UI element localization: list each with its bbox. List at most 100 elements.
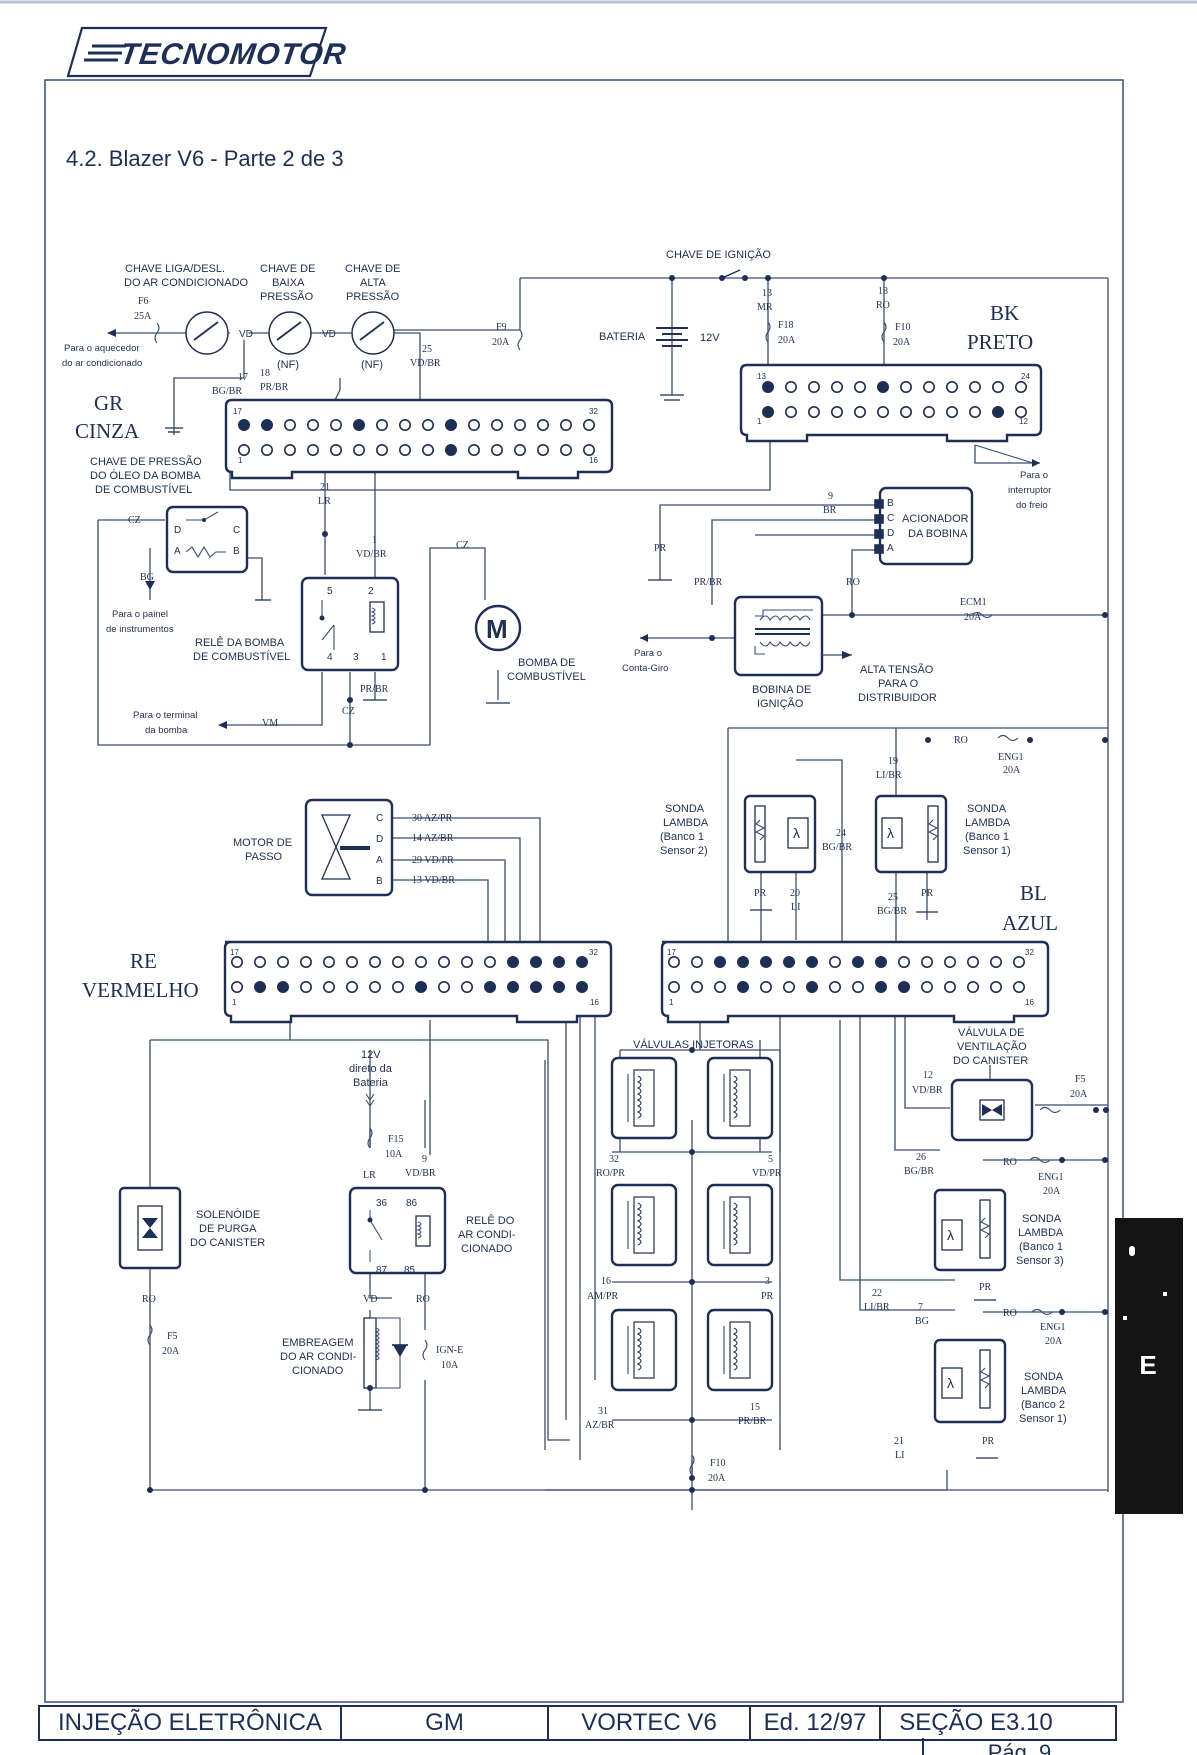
re-pins-pin (437, 955, 450, 968)
re-pins-pin (391, 955, 404, 968)
re-pins-pin (529, 980, 542, 993)
bl-pins-pin (920, 955, 933, 968)
bk-pins-pin (807, 380, 820, 393)
svg-text:PR: PR (979, 1282, 992, 1293)
re-pins-pin (345, 980, 358, 993)
gr-pins-pin (490, 443, 503, 456)
re-pins-pin (437, 980, 450, 993)
gr-pins-pin (490, 418, 503, 431)
bk-pins-pin (945, 380, 958, 393)
injector-valve (610, 1056, 678, 1140)
gr-pins-pin (559, 418, 572, 431)
svg-text:5: 5 (327, 586, 333, 597)
bk-pins-pin (899, 380, 912, 393)
gr-pins-pin (283, 418, 296, 431)
gr-pins-pin (238, 418, 251, 431)
bk-pins-pin (922, 405, 935, 418)
re-pins-pin (231, 980, 244, 993)
svg-text:C: C (233, 525, 240, 536)
bk-pins-pin (830, 380, 843, 393)
svg-text:(NF): (NF) (277, 359, 299, 371)
svg-text:1: 1 (232, 998, 237, 1007)
gr-pins-pin (467, 418, 480, 431)
bk-pins-pin (968, 405, 981, 418)
gr-pins-pin (444, 418, 457, 431)
bl-pins-pin (782, 955, 795, 968)
svg-text:λ: λ (947, 1375, 954, 1391)
svg-text:CZ: CZ (456, 540, 469, 551)
svg-text:PRETO: PRETO (967, 330, 1033, 354)
svg-text:VD: VD (232, 329, 246, 340)
bk-pins-pin (830, 405, 843, 418)
gr-pins-pin (352, 443, 365, 456)
svg-text:BL: BL (1020, 881, 1047, 905)
chave-ac-switch (185, 311, 229, 355)
bl-pins-pin (989, 980, 1002, 993)
gr-pins-pin (352, 418, 365, 431)
svg-text:PR: PR (754, 888, 767, 899)
svg-text:λ: λ (947, 1227, 954, 1243)
svg-text:A: A (174, 546, 181, 557)
svg-text:1VD/BR: 1VD/BR (356, 535, 387, 560)
svg-text:PR/BR: PR/BR (694, 577, 723, 588)
bl-pins-pin (1012, 980, 1025, 993)
re-pins-pin (506, 955, 519, 968)
injector-valve (610, 1308, 678, 1392)
battery-symbol (656, 327, 688, 347)
re-pins-pin (575, 980, 588, 993)
bk-pins-pin (853, 380, 866, 393)
gr-pins-pin (536, 418, 549, 431)
bl-pins-pin (805, 980, 818, 993)
re-pins-pin (322, 955, 335, 968)
bk-pins-pin (876, 405, 889, 418)
re-pins-pin (231, 955, 244, 968)
bk-pins-pin (761, 405, 774, 418)
svg-text:BG: BG (140, 572, 154, 583)
bl-pins-pin (713, 980, 726, 993)
bl-pins-pin (736, 980, 749, 993)
bk-pins-pin (853, 405, 866, 418)
re-pins-pin (345, 955, 358, 968)
bl-pins-pin (828, 980, 841, 993)
section-tab (1115, 1218, 1183, 1514)
bk-pins-pin (945, 405, 958, 418)
injector-valve (706, 1056, 774, 1140)
svg-text:7BG: 7BG (915, 1302, 929, 1327)
gr-pins-pin (513, 443, 526, 456)
svg-text:17: 17 (667, 948, 676, 957)
injector-valve (706, 1183, 774, 1267)
chave-ac-label-1: CHAVE LIGA/DESL. (125, 263, 225, 275)
bl-pins-pin (736, 955, 749, 968)
